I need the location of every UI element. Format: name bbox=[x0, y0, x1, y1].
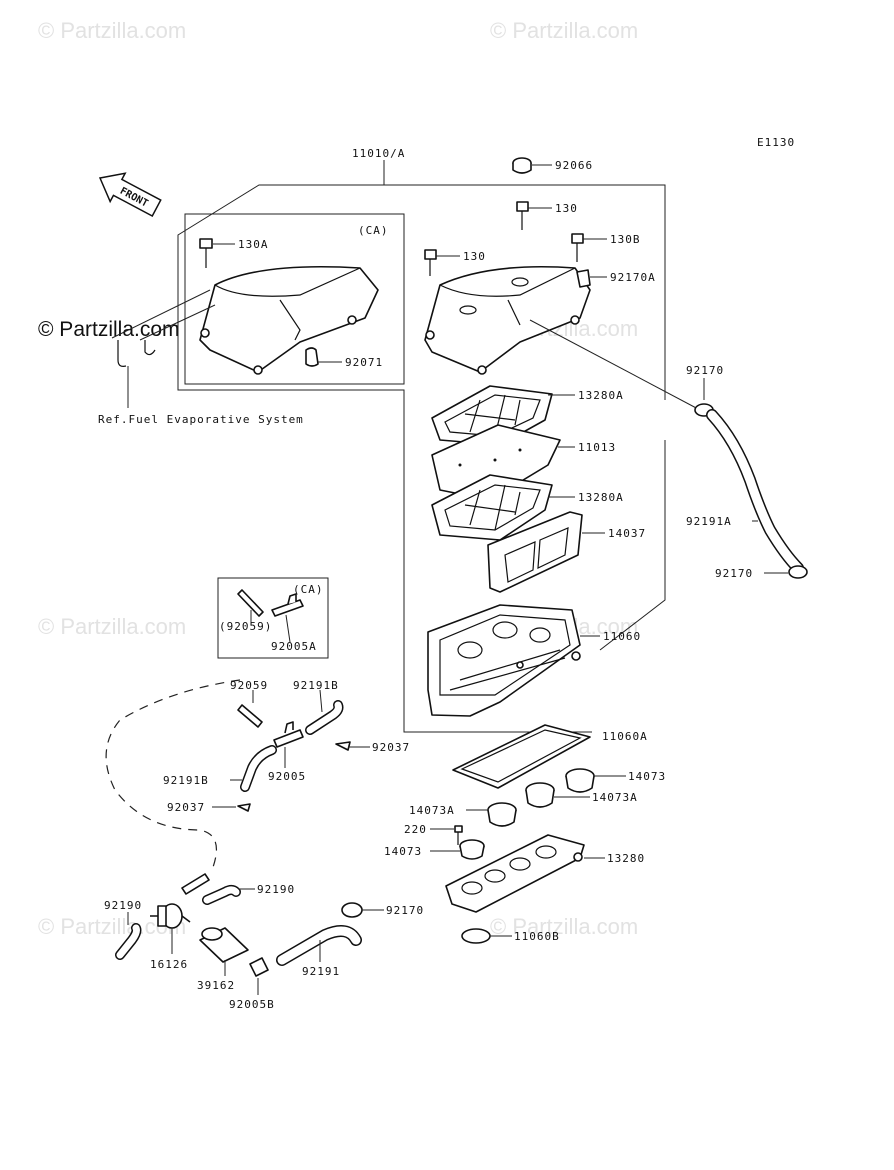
ca-subassembly-box bbox=[184, 213, 405, 385]
label-13280a-2: 13280A bbox=[578, 491, 624, 504]
watermark-bottom-right: © Partzilla.com bbox=[490, 914, 638, 939]
clip-92037-left-icon bbox=[237, 803, 251, 812]
hose-92191-icon bbox=[276, 925, 362, 966]
label-130-top: 130 bbox=[555, 202, 578, 215]
label-11060: 11060 bbox=[603, 630, 641, 643]
holder-14073a-right-icon bbox=[525, 782, 555, 808]
label-130-mid: 130 bbox=[463, 250, 486, 263]
air-cleaner-cover-ca bbox=[199, 265, 379, 375]
label-14073a-right: 14073A bbox=[592, 791, 638, 804]
filter-element-11013 bbox=[431, 424, 561, 501]
sub-element-14037 bbox=[487, 511, 583, 593]
label-11060b: 11060B bbox=[514, 930, 560, 943]
label-14037: 14037 bbox=[608, 527, 646, 540]
clamp-92170-bottom-icon bbox=[341, 902, 363, 918]
label-130a: 130A bbox=[238, 238, 269, 251]
joint-92005a-icon bbox=[271, 593, 304, 643]
separator-39162-icon bbox=[199, 927, 249, 976]
label-14073a-left: 14073A bbox=[409, 804, 455, 817]
label-92190-left: 92190 bbox=[104, 899, 142, 912]
frame-13280a-lower bbox=[431, 474, 553, 541]
label-92170-bottom: 92170 bbox=[386, 904, 424, 917]
evap-dashed-line bbox=[105, 679, 241, 871]
label-ca-box: (CA) bbox=[293, 583, 324, 596]
label-16126: 16126 bbox=[150, 958, 188, 971]
bolt-130-top-icon bbox=[516, 201, 552, 230]
label-ca-top: (CA) bbox=[358, 224, 389, 237]
front-arrow-icon: FRONT bbox=[98, 172, 162, 218]
bolt-130-mid-icon bbox=[424, 249, 460, 276]
label-92190-right: 92190 bbox=[257, 883, 295, 896]
diagram-code: E1130 bbox=[757, 136, 795, 149]
label-130b: 130B bbox=[610, 233, 641, 246]
label-92170a: 92170A bbox=[610, 271, 656, 284]
evap-fittings bbox=[111, 289, 216, 408]
hose-92190-left-icon bbox=[115, 923, 142, 960]
watermark-lower-left: © Partzilla.com bbox=[38, 614, 186, 639]
label-14073-left: 14073 bbox=[384, 845, 422, 858]
watermark-left-bold: © Partzilla.com bbox=[38, 318, 180, 341]
label-92191a: 92191A bbox=[686, 515, 732, 528]
pipe-92059-small-icon bbox=[237, 589, 264, 625]
joint-92005-icon bbox=[273, 721, 304, 748]
plate-13280 bbox=[445, 834, 585, 913]
label-92170-mid: 92170 bbox=[715, 567, 753, 580]
clip-92037-right-icon bbox=[335, 741, 351, 751]
label-14073-top: 14073 bbox=[628, 770, 666, 783]
assembly-bracket bbox=[177, 160, 666, 733]
label-92170-top: 92170 bbox=[686, 364, 724, 377]
ref-fuel-evap-note: Ref.Fuel Evaporative System bbox=[98, 413, 304, 426]
hose-92191a-icon bbox=[706, 409, 804, 574]
housing-11060 bbox=[427, 604, 581, 717]
label-11013: 11013 bbox=[578, 441, 616, 454]
watermark-top-right: © Partzilla.com bbox=[490, 18, 638, 43]
hose-92190-right-icon bbox=[202, 885, 241, 905]
ca-hose-box bbox=[217, 577, 329, 659]
tube-92059-icon bbox=[237, 704, 263, 728]
holder-14073a-left-icon bbox=[487, 802, 517, 827]
label-13280: 13280 bbox=[607, 852, 645, 865]
label-92191: 92191 bbox=[302, 965, 340, 978]
valve-16126-icon bbox=[150, 903, 191, 954]
label-13280a-1: 13280A bbox=[578, 389, 624, 402]
label-92037-left: 92037 bbox=[167, 801, 205, 814]
cap-92066-icon bbox=[512, 157, 552, 174]
label-11060a: 11060A bbox=[602, 730, 648, 743]
air-cleaner-cover bbox=[424, 266, 591, 375]
hose-92191b-left-icon bbox=[240, 745, 277, 792]
watermark-top-left: © Partzilla.com bbox=[38, 18, 186, 43]
holder-14073-top-icon bbox=[565, 768, 595, 793]
label-92191b-top: 92191B bbox=[293, 679, 339, 692]
label-92005: 92005 bbox=[268, 770, 306, 783]
elbow-92005b-icon bbox=[249, 957, 269, 995]
bolt-130b-icon bbox=[571, 233, 607, 262]
gasket-11060a bbox=[452, 724, 591, 789]
hose-92191b-top-icon bbox=[305, 700, 344, 735]
label-92005b: 92005B bbox=[229, 998, 275, 1011]
label-92059-box: (92059) bbox=[219, 620, 272, 633]
label-92059: 92059 bbox=[230, 679, 268, 692]
label-220: 220 bbox=[404, 823, 427, 836]
clamp-92170-mid-icon bbox=[788, 565, 808, 579]
bolt-130a-icon bbox=[199, 238, 235, 268]
o-ring-11060b-icon bbox=[461, 928, 491, 944]
label-92191b-left: 92191B bbox=[163, 774, 209, 787]
label-11010a: 11010/A bbox=[352, 147, 405, 160]
pipe-evap-icon bbox=[181, 873, 210, 895]
clip-92170a-icon bbox=[576, 269, 607, 288]
label-39162: 39162 bbox=[197, 979, 235, 992]
screw-220-icon bbox=[454, 825, 463, 845]
label-92005a: 92005A bbox=[271, 640, 317, 653]
label-92066: 92066 bbox=[555, 159, 593, 172]
label-92037-right: 92037 bbox=[372, 741, 410, 754]
label-92071: 92071 bbox=[345, 356, 383, 369]
holder-14073-left-icon bbox=[459, 839, 485, 860]
